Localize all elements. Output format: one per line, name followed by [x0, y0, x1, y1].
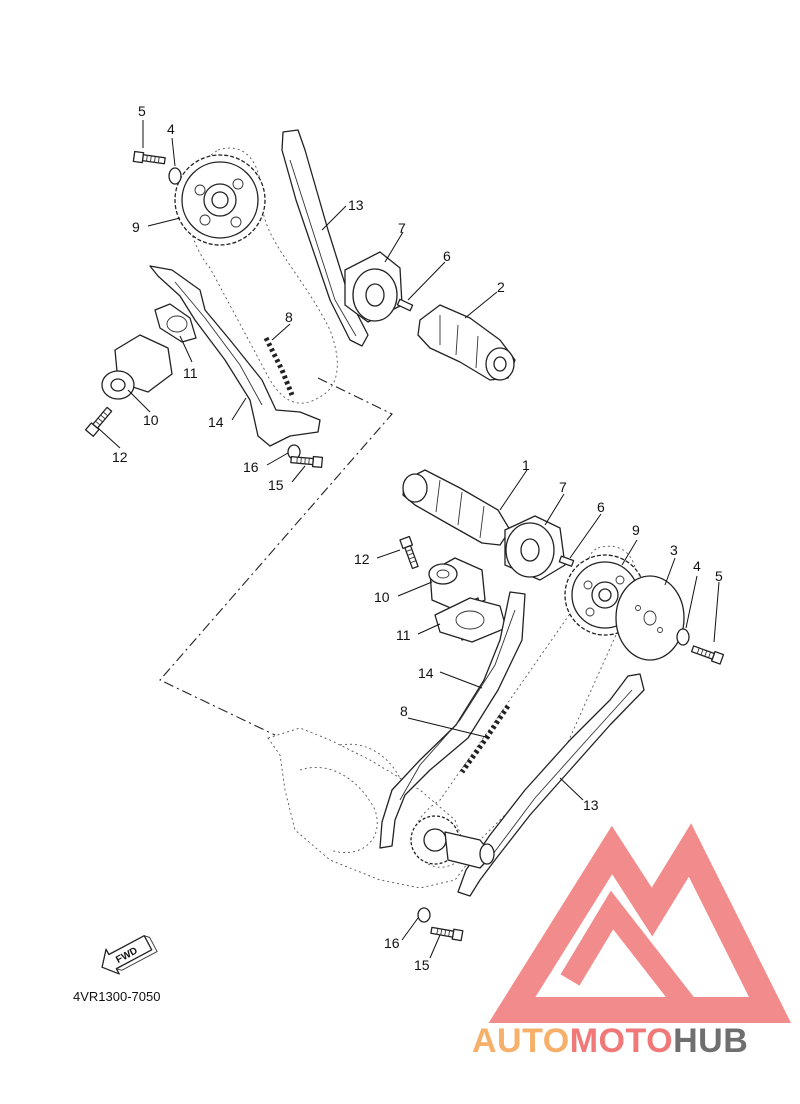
callout-top-11: 11	[183, 365, 198, 381]
logo-part-moto: MOTO	[570, 1022, 673, 1060]
callout-bottom-15: 15	[414, 957, 430, 973]
callout-top-8: 8	[285, 309, 293, 325]
top-chain-guide	[281, 129, 369, 347]
callout-top-9: 9	[132, 219, 140, 235]
callout-bottom-14: 14	[418, 665, 434, 681]
bottom-decompressor	[504, 515, 566, 581]
logo-wordmark: AUTOMOTOHUB	[472, 1022, 748, 1060]
callout-bottom-4: 4	[693, 558, 701, 574]
top-chain-loop	[185, 147, 338, 404]
top-washer-4	[168, 167, 182, 185]
assembly-line	[159, 377, 393, 736]
callout-bottom-9: 9	[632, 522, 640, 538]
top-tensioner-guide	[149, 265, 321, 447]
callout-bottom-10: 10	[374, 589, 390, 605]
top-tensioner	[101, 334, 173, 400]
callout-leaders	[97, 120, 720, 959]
callout-bottom-12: 12	[354, 551, 370, 567]
callout-top-16: 16	[243, 459, 259, 475]
bottom-bolt-12	[399, 535, 421, 570]
bottom-bolt-15	[429, 924, 464, 942]
top-camshaft	[417, 304, 516, 381]
bottom-tensioner-guide	[379, 591, 526, 849]
bottom-plate	[615, 575, 685, 661]
callout-top-4: 4	[167, 121, 175, 137]
top-gasket	[154, 303, 197, 343]
callout-top-5: 5	[138, 103, 146, 119]
bottom-cam-chain	[459, 704, 511, 774]
callout-top-15: 15	[268, 477, 284, 493]
callout-bottom-13: 13	[583, 797, 599, 813]
crankshaft-phantom	[267, 727, 471, 889]
top-decompressor	[344, 251, 403, 323]
top-cam-sprocket	[174, 154, 266, 246]
top-assembly	[84, 129, 516, 468]
logo-part-auto: AUTO	[472, 1022, 570, 1060]
callout-bottom-3: 3	[670, 542, 678, 558]
bottom-chain-guide	[457, 673, 645, 897]
callout-top-12: 12	[112, 449, 128, 465]
callout-bottom-5: 5	[715, 568, 723, 584]
callout-top-14: 14	[208, 414, 224, 430]
callout-bottom-11: 11	[396, 627, 411, 643]
top-bolt-5	[132, 150, 167, 167]
callout-top-13: 13	[348, 197, 364, 213]
top-pin	[396, 298, 414, 312]
logo-mark-icon	[488, 823, 792, 1023]
callout-bottom-7: 7	[559, 479, 567, 495]
diagram-code: 4VR1300-7050	[73, 989, 160, 1004]
callout-bottom-8: 8	[400, 703, 408, 719]
bottom-camshaft	[402, 469, 511, 546]
fwd-arrow-icon: FWD	[101, 935, 158, 975]
bottom-pin	[558, 555, 575, 567]
crank-sprocket	[410, 815, 495, 869]
top-bolt-15	[290, 454, 324, 468]
automotohub-logo: AUTOMOTOHUB	[472, 823, 792, 1060]
top-cam-chain	[263, 336, 295, 396]
logo-part-hub: HUB	[673, 1022, 748, 1060]
bottom-bolt-5	[690, 643, 725, 665]
top-bolt-12	[84, 405, 114, 437]
callout-bottom-1: 1	[522, 457, 530, 473]
bottom-washer-4	[676, 628, 690, 646]
callout-labels: 5 4 9 13 7 6 2 8 11 10 14 12 16 15 1 7 6…	[112, 103, 723, 973]
callout-top-7: 7	[398, 220, 406, 236]
callout-bottom-16: 16	[384, 935, 400, 951]
callout-bottom-6: 6	[597, 499, 605, 515]
bottom-assembly	[267, 469, 725, 942]
callout-top-2: 2	[497, 279, 505, 295]
callout-top-6: 6	[443, 248, 451, 264]
bottom-washer-16	[417, 907, 431, 923]
callout-top-10: 10	[143, 412, 159, 428]
